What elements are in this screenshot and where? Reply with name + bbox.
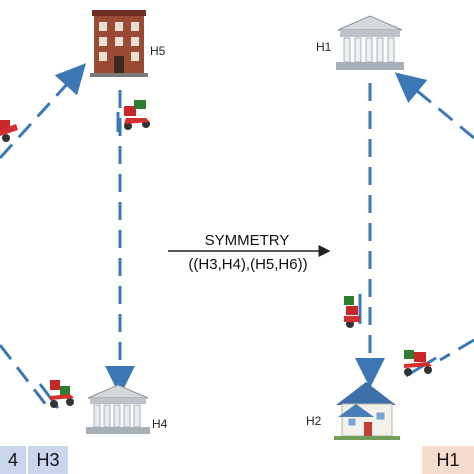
bank-building-icon [86, 384, 150, 434]
sequence-cell: H3 [28, 446, 68, 474]
delivery-scooter-icon [404, 350, 432, 376]
delivery-scooter-icon [0, 120, 18, 142]
sequence-cell: 4 [0, 446, 26, 474]
edge-right-lower [439, 338, 474, 362]
transform-pairs: ((H3,H4),(H5,H6)) [188, 256, 308, 273]
delivery-scooter-icon [50, 380, 74, 408]
transform-title: SYMMETRY [204, 232, 290, 249]
edge-left-upper [0, 63, 87, 160]
edge-left-lower [0, 344, 52, 411]
node-label-h2: H2 [306, 414, 322, 428]
sequence-cell: H1 [422, 446, 474, 474]
node-label-h4: H4 [152, 417, 168, 431]
delivery-scooter-icon [124, 100, 150, 130]
node-label-h5: H5 [150, 44, 166, 58]
bank-building-icon [336, 15, 404, 70]
node-label-h1: H1 [316, 40, 332, 54]
house-icon [334, 382, 400, 440]
brick-building-icon [90, 10, 148, 77]
delivery-scooter-icon [344, 296, 360, 328]
edge-right-upper [394, 72, 474, 140]
